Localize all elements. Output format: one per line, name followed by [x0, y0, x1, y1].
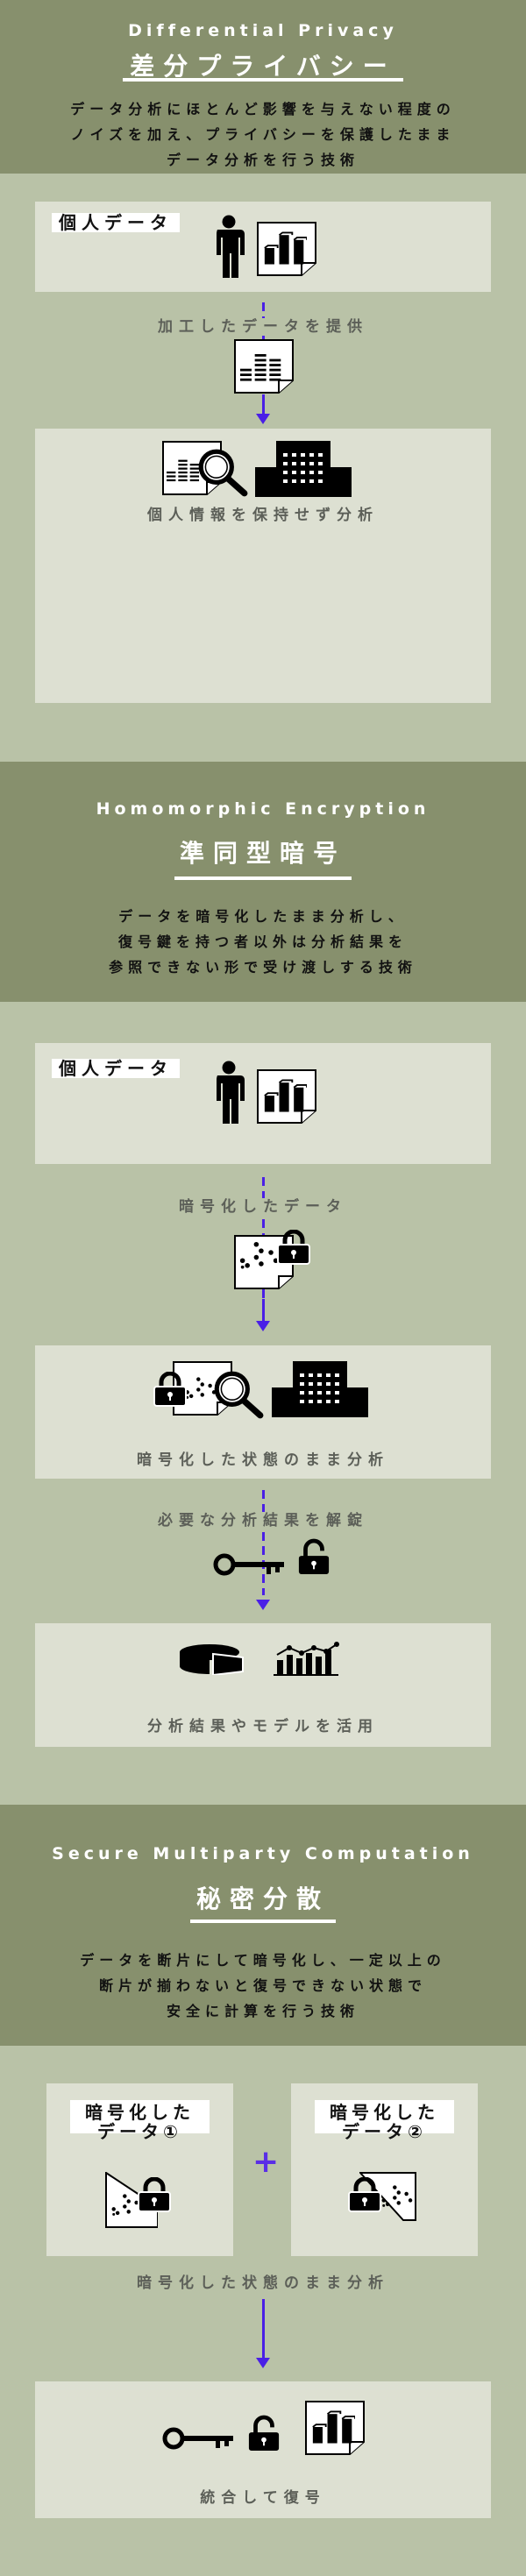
title-underline: [174, 876, 352, 880]
encrypted-data-2-tag: 暗号化したデータ②: [315, 2100, 454, 2142]
arrow-line: [262, 2299, 265, 2360]
bar-chart-document-icon: [256, 1068, 317, 1125]
lock-icon: [151, 1372, 189, 1407]
step-label: 暗号化した状態のまま分析: [137, 2274, 389, 2292]
section-header-homomorphic-encryption: [0, 762, 526, 1002]
arrow-head: [256, 414, 270, 424]
line-chart-icon: [272, 1641, 342, 1676]
title-underline: [123, 78, 403, 82]
section-description: データを暗号化したまま分析し、復号鍵を持つ者以外は分析結果を参照できない形で受け…: [109, 908, 417, 976]
person-icon: [210, 1061, 247, 1125]
arrow-line: [262, 1299, 265, 1325]
section-title-en: Differential Privacy: [128, 21, 398, 40]
personal-data-tag: 個人データ: [52, 1059, 180, 1078]
step-label: 個人情報を保持せず分析: [147, 507, 379, 524]
bar-chart-document-icon: [256, 221, 317, 277]
encrypted-analysis-box: [35, 1345, 491, 1479]
step-label: 分析結果やモデルを活用: [147, 1718, 379, 1735]
unlock-icon: [247, 2415, 281, 2453]
plus-icon: +: [252, 2144, 280, 2180]
step-label: 暗号化したデータ: [0, 1194, 526, 1216]
personal-data-tag: 個人データ: [52, 213, 180, 232]
arrow-line: [262, 394, 265, 416]
lock-icon: [345, 2177, 384, 2212]
section-title-jp: 差分プライバシー: [130, 52, 396, 81]
arrow-head: [256, 1321, 270, 1331]
bar-chart-document-icon: [304, 2400, 366, 2456]
unlock-icon: [297, 1538, 331, 1577]
section-title-en: Secure Multiparty Computation: [52, 1844, 474, 1863]
flow-arrow-line: [262, 1490, 265, 1595]
encrypted-data-1-tag: 暗号化したデータ①: [70, 2100, 210, 2142]
section-header-differential-privacy: [0, 0, 526, 174]
result-box: [35, 1623, 491, 1747]
building-icon: [255, 441, 352, 497]
pie-chart-icon: [180, 1643, 245, 1675]
key-icon: [161, 2425, 235, 2452]
noised-data-document-icon: [233, 338, 295, 394]
section-header-secure-multiparty-computation: [0, 1805, 526, 2046]
section-description: データを断片にして暗号化し、一定以上の断片が揃わないと復号できない状態で安全に計…: [80, 1952, 446, 2019]
section-title-en: Homomorphic Encryption: [96, 799, 430, 819]
magnifier-icon: [195, 445, 249, 500]
lock-icon: [135, 2177, 174, 2212]
section-description: データ分析にほとんど影響を与えない程度のノイズを加え、プライバシーを保護したまま…: [70, 101, 456, 168]
person-icon: [210, 215, 247, 280]
arrow-head: [256, 2358, 270, 2368]
step-label: 暗号化した状態のまま分析: [137, 1451, 389, 1469]
section-title-jp: 秘密分散: [195, 1884, 330, 1913]
section-title-jp: 準同型暗号: [179, 839, 346, 868]
step-label: 必要な分析結果を解錠: [0, 1508, 526, 1529]
title-underline: [190, 1920, 336, 1923]
building-icon: [272, 1361, 368, 1417]
lock-icon: [274, 1230, 313, 1265]
magnifier-icon: [210, 1367, 265, 1422]
key-icon: [212, 1551, 286, 1578]
step-label: 統合して復号: [200, 2489, 326, 2507]
arrow-head: [256, 1600, 270, 1610]
step-label: 加工したデータを提供: [0, 314, 526, 336]
